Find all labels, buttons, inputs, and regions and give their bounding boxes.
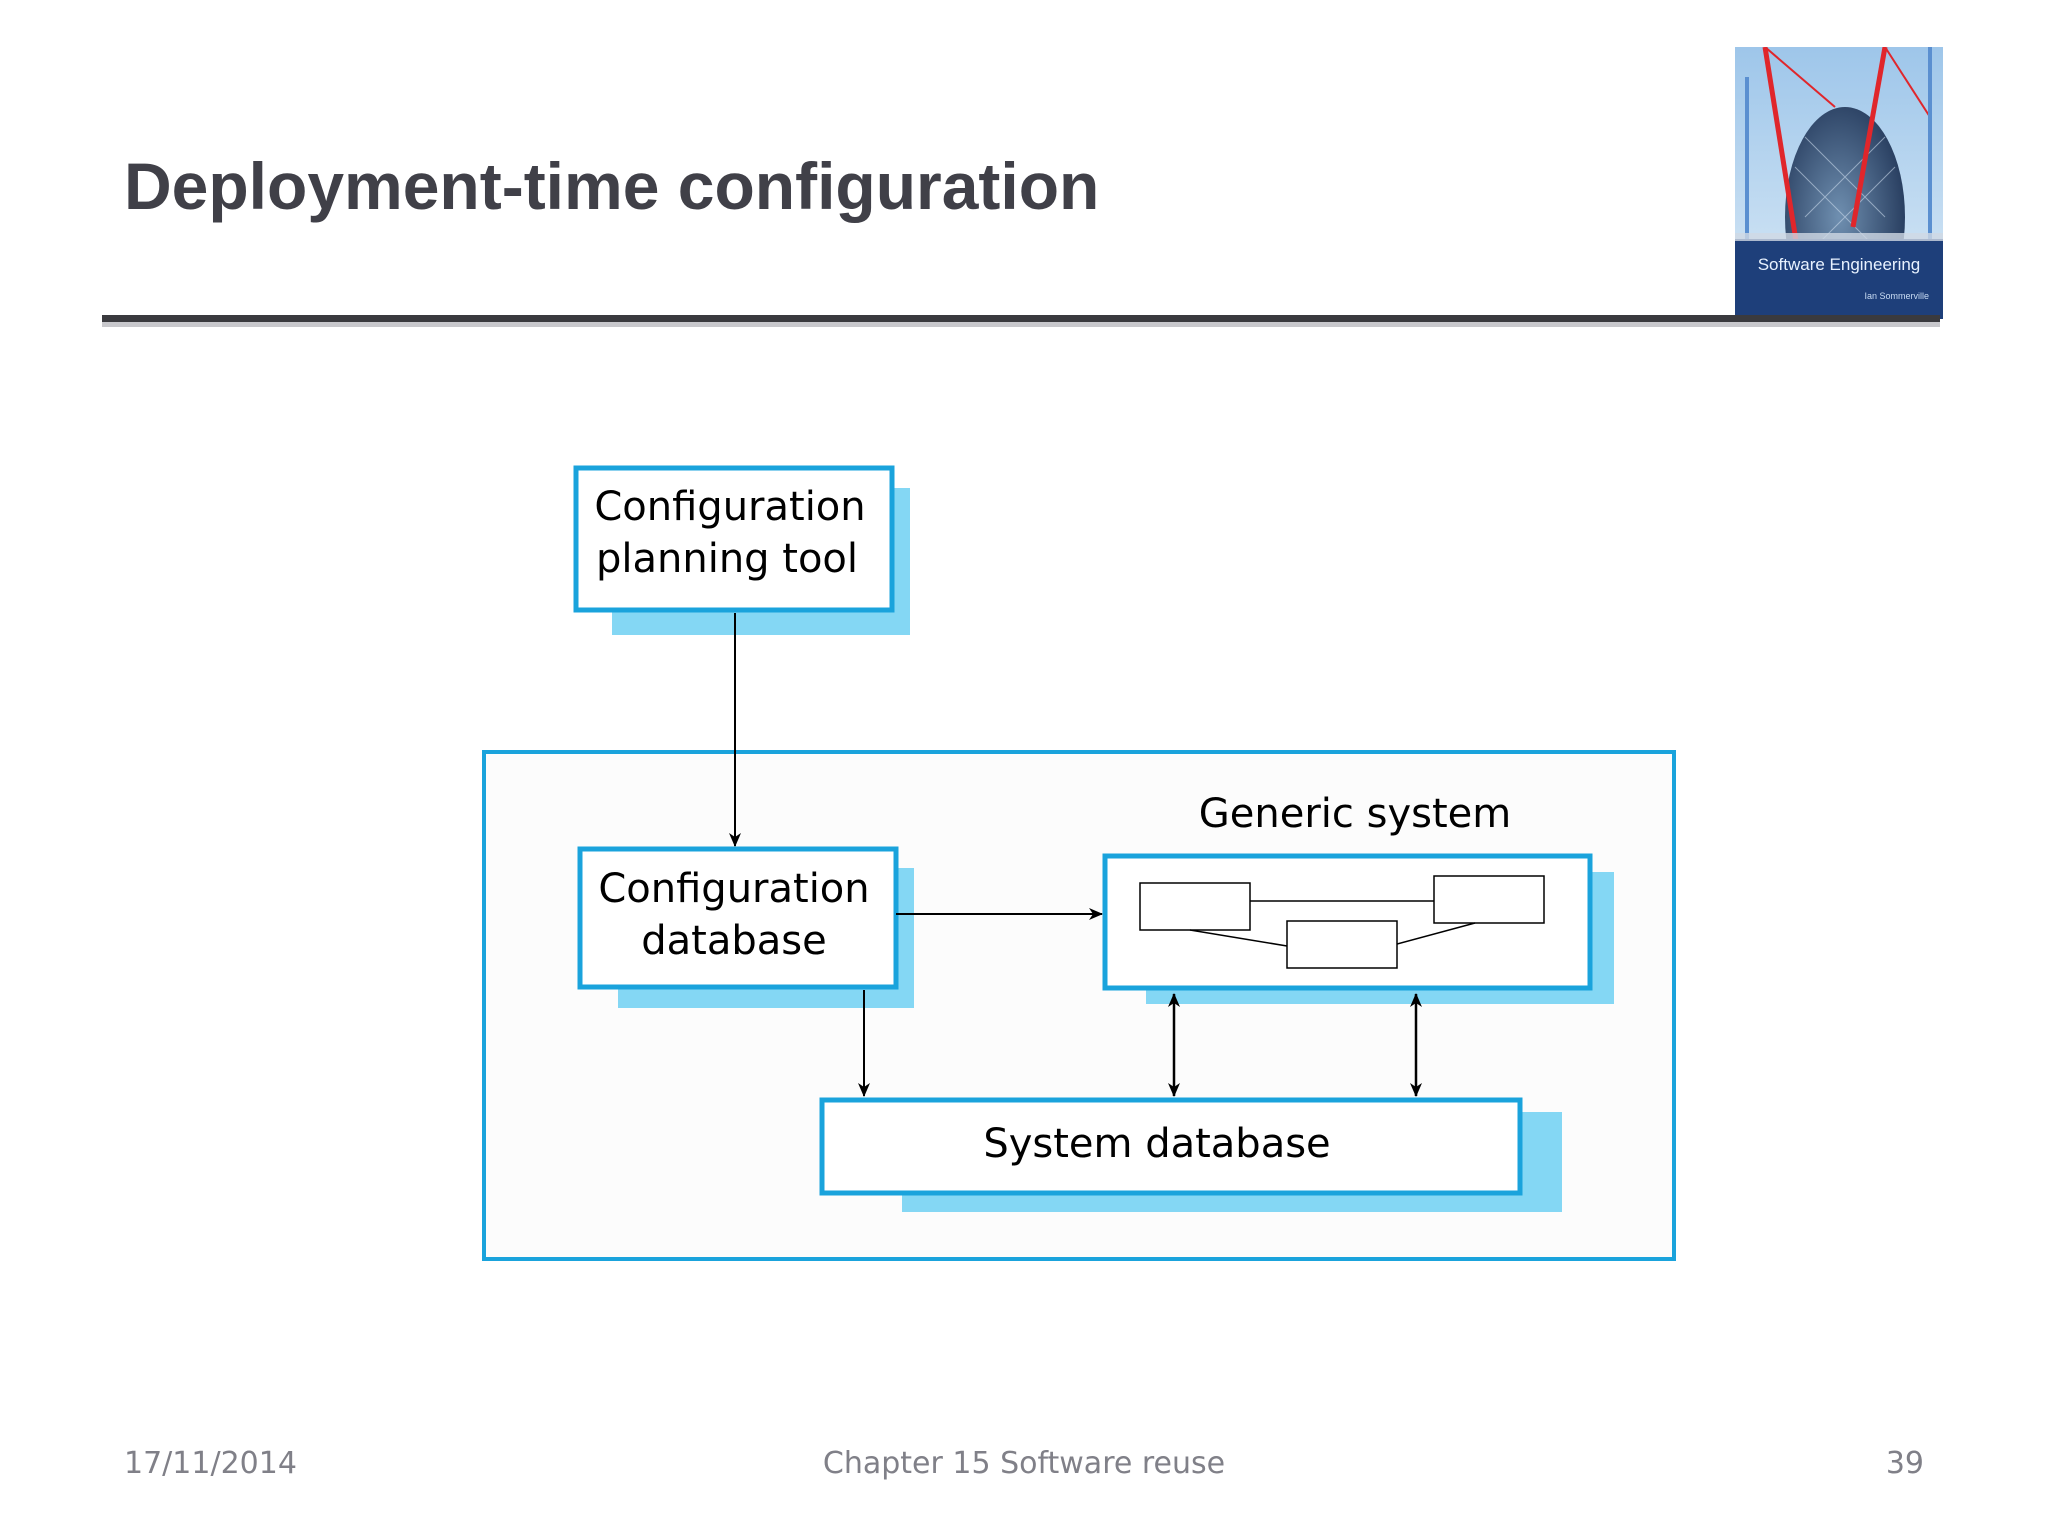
planning-tool-label-line1: Configuration <box>594 484 865 530</box>
planning-tool-label-line2: planning tool <box>596 536 858 582</box>
title-divider <box>102 315 1940 322</box>
footer-chapter: Chapter 15 Software reuse <box>822 1446 1226 1481</box>
footer-page-number: 39 <box>1885 1446 1924 1481</box>
book-cover-image: Software Engineering Ian Sommerville <box>1735 47 1943 319</box>
component-box-middle <box>1286 920 1398 969</box>
config-database-box <box>577 846 899 990</box>
component-box-right <box>1433 875 1545 924</box>
slide-title: Deployment-time configuration <box>124 149 1100 223</box>
config-database-label-line1: Configuration <box>598 866 869 912</box>
title-divider-shadow <box>102 322 1940 327</box>
generic-system-label: Generic system <box>1199 791 1511 837</box>
system-database-label: System database <box>983 1121 1330 1167</box>
book-cover-illustration <box>1735 47 1943 319</box>
config-database-label-line2: database <box>641 918 826 964</box>
component-box-left <box>1139 882 1251 931</box>
component-link-left-middle <box>1189 929 1288 947</box>
footer-date: 17/11/2014 <box>124 1446 297 1481</box>
planning-tool-box <box>573 465 895 613</box>
cover-caption: Software Engineering <box>1757 255 1921 274</box>
component-link-middle-right <box>1396 922 1476 945</box>
cover-author: Ian Sommerville <box>1864 291 1929 301</box>
system-database-box <box>819 1097 1523 1196</box>
